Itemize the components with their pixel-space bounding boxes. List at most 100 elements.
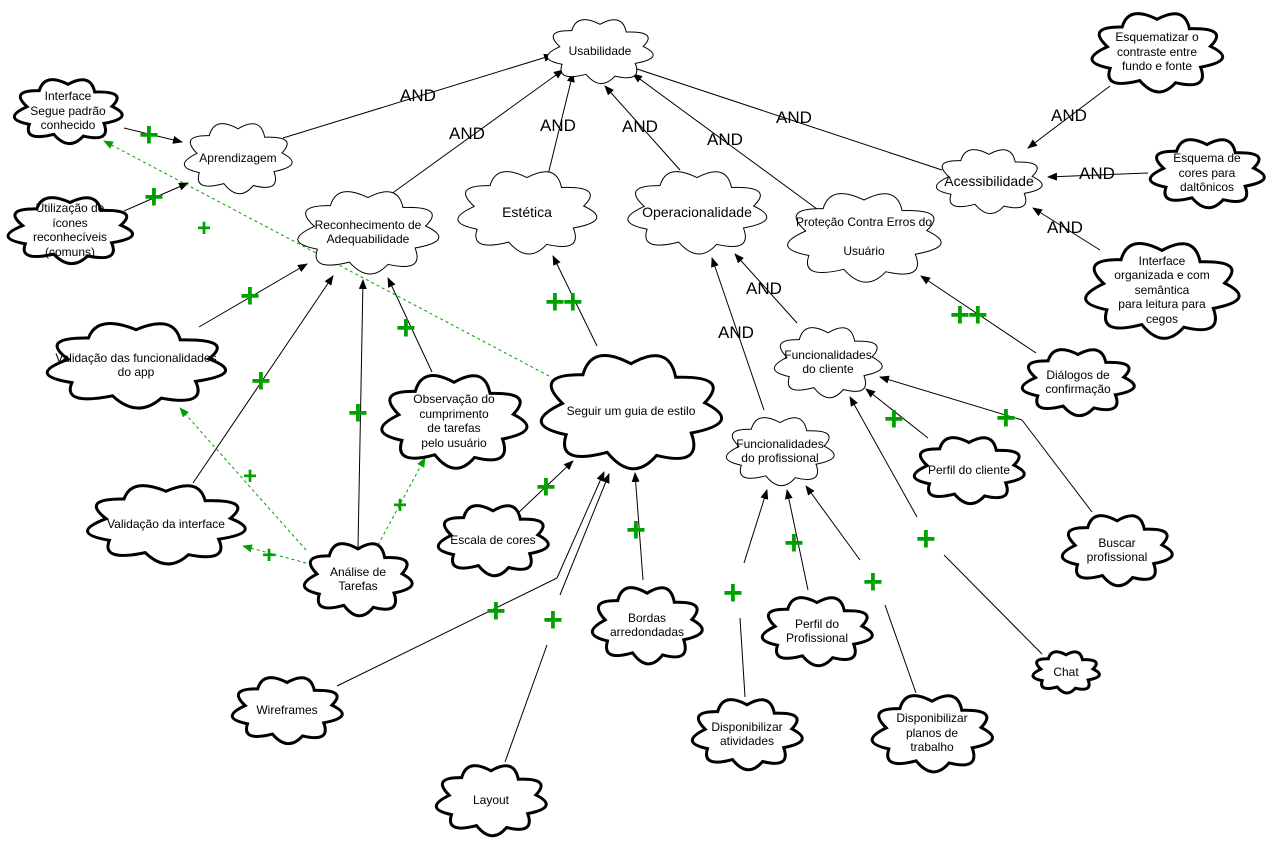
node-func-cliente[interactable]: Funcionalidades do cliente (772, 324, 884, 400)
node-layout[interactable]: Layout (434, 762, 548, 838)
node-wireframes[interactable]: Wireframes (230, 674, 344, 746)
edge-analise-validacaointerface-dashed (242, 544, 307, 564)
contribution-plus: + (243, 463, 258, 490)
node-acessibilidade[interactable]: Acessibilidade (934, 146, 1044, 216)
edge-protecao-usabilidade (632, 73, 818, 210)
edge-funccliente-operacionalidade (734, 253, 798, 324)
node-icones[interactable]: Utilização de ícones reconhecíveis (comu… (6, 194, 134, 266)
contribution-plus: + (139, 116, 159, 154)
node-esquematizar[interactable]: Esquematizar o contraste entre fundo e f… (1090, 10, 1224, 94)
edge-chat-funccliente (943, 554, 1043, 655)
contribution-plusplus: ++ (545, 283, 583, 321)
node-perfil-cliente[interactable]: Perfil do cliente (912, 434, 1026, 506)
cloud-shape (935, 149, 1043, 215)
node-protecao[interactable]: Proteção Contra Erros do Usuário (786, 190, 942, 284)
cloud-shape (725, 417, 835, 487)
edge-planos-funcprof (884, 604, 917, 694)
node-aprendizagem[interactable]: Aprendizagem (182, 120, 294, 196)
edge-atividades-funcprof (743, 489, 769, 564)
edge-perfilcliente-funccliente (865, 388, 929, 439)
contribution-plus: + (348, 394, 368, 432)
contribution-plus: + (723, 574, 743, 612)
node-chat[interactable]: Chat (1030, 648, 1102, 696)
node-estetica[interactable]: Estética (456, 168, 598, 256)
edge-wireframes-guia-b (556, 471, 605, 579)
node-validacao-func[interactable]: Validação das funcionalidades do app (45, 320, 228, 410)
and-label: AND (540, 116, 576, 135)
contribution-plus: + (536, 468, 556, 506)
cloud-shape (546, 19, 654, 85)
edge-aprendizagem-usabilidade (282, 53, 554, 139)
contribution-plus: + (251, 362, 271, 400)
edge-atividades-funcprof-b (739, 617, 746, 698)
edge-planos-funcprof-b (805, 485, 861, 561)
node-disp-atividades[interactable]: Disponibilizar atividades (690, 696, 804, 772)
cloud-shape (1090, 12, 1224, 94)
contribution-plus: + (486, 592, 506, 630)
contribution-plus: + (262, 542, 277, 569)
node-dialogos[interactable]: Diálogos de confirmação (1020, 346, 1136, 418)
cloud-shape (870, 694, 994, 774)
and-label: AND (1051, 106, 1087, 125)
contribution-plus: + (784, 524, 804, 562)
edge-guia-estetica (552, 255, 598, 347)
and-label: AND (718, 323, 754, 342)
node-usabilidade[interactable]: Usabilidade (545, 16, 655, 86)
and-label: AND (622, 117, 658, 136)
edge-acessibilidade-usabilidade (624, 64, 943, 171)
node-disp-planos[interactable]: Disponibilizar planos de trabalho (870, 692, 994, 774)
node-func-profissional[interactable]: Funcionalidades do profissional (724, 414, 836, 488)
node-validacao-interface[interactable]: Validação da interface (86, 482, 247, 566)
cloud-shape (627, 171, 768, 255)
contribution-plus: + (916, 520, 936, 558)
and-label: AND (1079, 164, 1115, 183)
node-operacionalidade[interactable]: Operacionalidade (626, 168, 768, 256)
edge-wireframes-guia (336, 577, 558, 687)
cloud-shape (787, 193, 942, 283)
edge-reconhecimento-usabilidade (386, 69, 564, 198)
cloud-shape (912, 436, 1026, 506)
node-esquema-cores[interactable]: Esquema de cores para daltônicos (1148, 136, 1266, 210)
and-label: AND (746, 279, 782, 298)
contribution-plus: + (996, 399, 1016, 437)
cloud-shape (6, 196, 134, 266)
cloud-shape (690, 698, 804, 772)
node-perfil-prof[interactable]: Perfil do Profissional (760, 594, 874, 668)
edge-buscar-funccliente (1021, 419, 1093, 513)
cloud-shape (1031, 650, 1101, 695)
edge-chat-funccliente-b (849, 396, 918, 518)
contribution-plus: + (240, 277, 260, 315)
cloud-shape (436, 504, 550, 578)
cloud-shape (539, 354, 724, 471)
node-analise[interactable]: Análise de Tarefas (302, 540, 414, 618)
node-interface-padrao[interactable]: Interface Segue padrão conhecido (12, 76, 124, 146)
and-label: AND (776, 108, 812, 127)
node-buscar[interactable]: Buscar profissional (1060, 512, 1174, 588)
edge-escala-guia (515, 460, 574, 516)
edge-estetica-usabilidade (545, 72, 575, 184)
cloud-shape (1060, 514, 1174, 588)
cloud-shape (302, 542, 414, 618)
contribution-plus: + (197, 215, 212, 242)
edge-esquema-acessibilidade (1047, 172, 1149, 181)
node-bordas[interactable]: Bordas arredondadas (590, 584, 704, 666)
edge-bordas-guia (631, 472, 644, 581)
edge-analise-reconhecimento (357, 279, 367, 549)
contribution-plus: + (543, 601, 563, 639)
cloud-shape (760, 596, 874, 668)
edge-dialogos-protecao (920, 275, 1037, 354)
node-observacao[interactable]: Observação do cumprimento de tarefas pel… (380, 372, 529, 470)
cloud-shape (1148, 138, 1266, 210)
cloud-shape (183, 123, 293, 195)
and-label: AND (449, 124, 485, 143)
node-interface-cegos[interactable]: Interface organizada e com semântica par… (1084, 240, 1241, 340)
cloud-shape (773, 327, 883, 399)
node-escala-cores[interactable]: Escala de cores (436, 502, 550, 578)
contribution-plus: + (396, 309, 416, 347)
node-guia-estilo[interactable]: Seguir um guia de estilo (539, 352, 724, 471)
and-label: AND (1047, 218, 1083, 237)
cloud-shape (434, 764, 548, 838)
and-label: AND (400, 86, 436, 105)
node-reconhecimento[interactable]: Reconhecimento de Adequabilidade (296, 188, 440, 276)
